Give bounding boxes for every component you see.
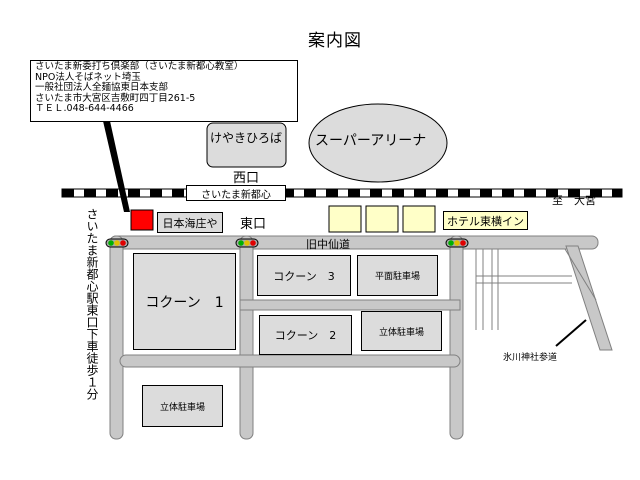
info-line: ＴＥＬ.048-644-4466	[35, 103, 134, 115]
multi-parking-block-2: 立体駐車場	[142, 385, 223, 427]
cocoon2-block: コクーン 2	[259, 315, 352, 355]
shrine-pointer	[555, 319, 587, 347]
west-exit-label: 西口	[233, 171, 260, 186]
super-arena-shape	[308, 103, 448, 183]
station-name-label: さいたま新都心	[186, 185, 286, 201]
flat-parking-block: 平面駐車場	[357, 255, 438, 296]
nihonkai-shoya-label: 日本海庄や	[157, 212, 223, 233]
location-marker	[130, 209, 154, 231]
super-arena-label: スーパーアリーナ	[315, 133, 427, 149]
kyu-nakasendo-label: 旧中仙道	[306, 238, 350, 251]
info-line: さいたま市大宮区吉敷町四丁目261-5	[35, 92, 196, 104]
to-omiya-label: 至 大宮	[552, 194, 596, 207]
map-title: 案内図	[308, 31, 362, 51]
station-walk-label: さいたま新都心駅東口下車徒歩１分	[85, 208, 99, 400]
traffic-signals	[105, 238, 469, 248]
organization-info-box: さいたま新委打ち倶楽部（さいたま新都心教室） NPO法人そばネット埼玉 一般社団…	[30, 60, 298, 122]
info-line: 一般社団法人全麺協東日本支部	[35, 82, 169, 94]
hotel-toyoko-inn-label: ホテル東横イン	[443, 211, 528, 230]
keyaki-hiroba-label: けやきひろば	[210, 131, 283, 145]
keyaki-hiroba-shape	[206, 122, 287, 168]
multi-parking-block-1: 立体駐車場	[361, 311, 442, 351]
info-line: NPO法人そばネット埼玉	[35, 71, 141, 83]
pointer-arrow	[103, 121, 130, 212]
railway	[61, 188, 623, 198]
info-line: さいたま新委打ち倶楽部（さいたま新都心教室）	[35, 61, 244, 72]
cocoon3-block: コクーン 3	[257, 255, 351, 296]
side-lanes	[475, 248, 597, 330]
east-exit-label: 東口	[240, 217, 267, 232]
yellow-buildings	[328, 205, 436, 233]
cocoon1-block: コクーン 1	[133, 253, 236, 350]
hikawa-approach-label: 氷川神社参道	[503, 353, 558, 363]
